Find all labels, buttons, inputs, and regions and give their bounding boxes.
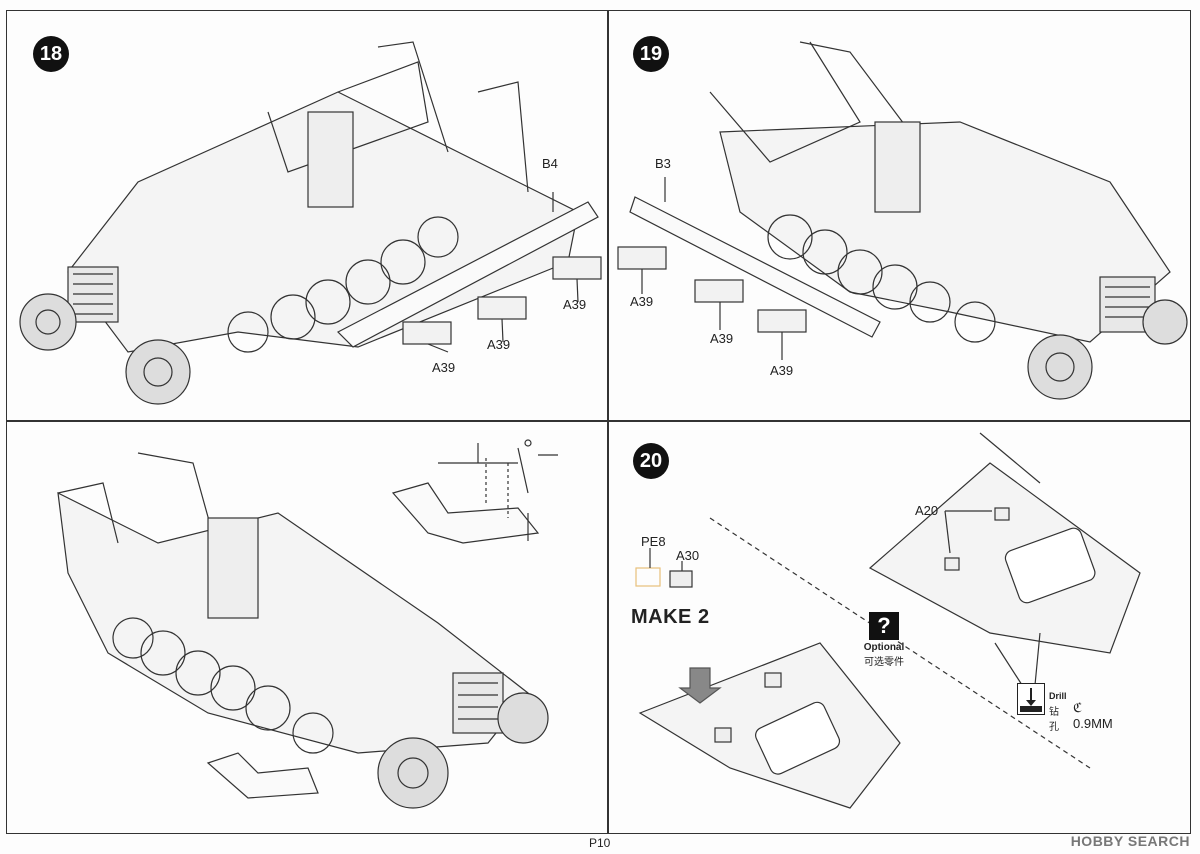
drill-label-zh: 钻孔 (1049, 707, 1059, 733)
step-20-drawing (635, 432, 1141, 809)
part-label-a39: A39 (770, 363, 794, 378)
part-label-a39: A39 (630, 294, 654, 309)
part-label-pe8: PE8 (641, 534, 666, 549)
step-number-19: 19 (633, 36, 669, 72)
drill-label: Drill (1049, 691, 1067, 701)
p-subassembly-drawing (57, 439, 558, 809)
part-label-a39: A39 (710, 331, 734, 346)
step-18-drawing (19, 41, 602, 405)
step-19-drawing (617, 41, 1188, 400)
part-label-a39: A39 (432, 360, 456, 375)
panel-divider-vertical (607, 10, 609, 834)
panel-divider-horizontal (6, 420, 1191, 422)
drill-icon (1017, 683, 1045, 715)
part-label-a39: A39 (487, 337, 511, 352)
step-number-20: 20 (633, 443, 669, 479)
page-frame (6, 10, 1191, 834)
part-label-b4: B4 (542, 156, 558, 171)
part-label-a30: A30 (676, 548, 700, 563)
part-label-a20: A20 (915, 503, 939, 518)
page-number: P10 (589, 836, 611, 850)
optional-label: Optional (863, 642, 905, 653)
drill-size: ℭ 0.9MM (1073, 700, 1113, 731)
watermark: HOBBY SEARCH (1070, 833, 1190, 849)
question-icon: ? (869, 612, 899, 640)
optional-label-zh: 可选零件 (864, 657, 904, 668)
make-quantity-label: MAKE 2 (631, 606, 710, 628)
step-number-18: 18 (33, 36, 69, 72)
part-label-a39: A39 (563, 297, 587, 312)
part-label-b3: B3 (655, 156, 671, 171)
optional-part-note: ? Optional 可选零件 (858, 612, 910, 668)
